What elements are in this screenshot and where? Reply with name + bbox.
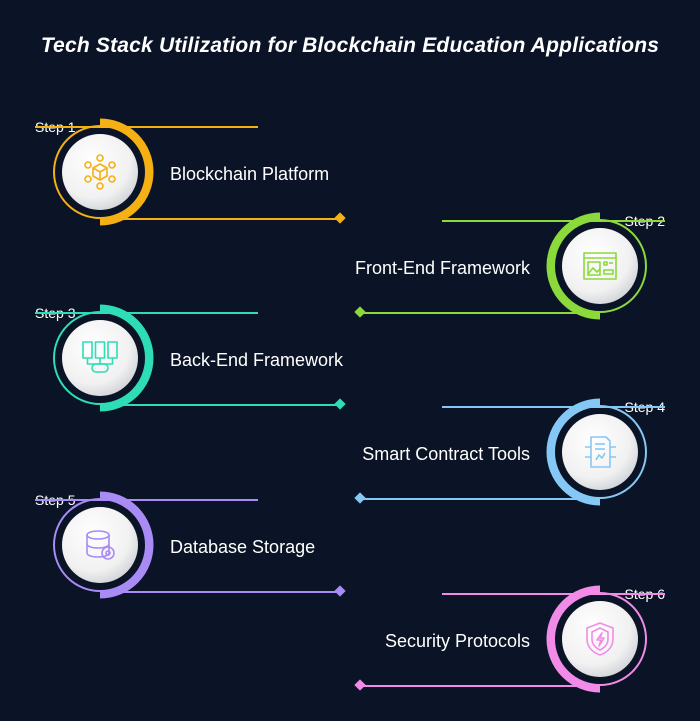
bottom-connector-line [100, 404, 340, 406]
top-connector-line [442, 593, 665, 595]
step-title: Database Storage [170, 537, 316, 557]
step-circle-badge [53, 118, 154, 226]
top-connector-line [442, 406, 665, 408]
step-title: Smart Contract Tools [362, 444, 530, 464]
servers-code-icon [82, 341, 118, 373]
bottom-connector-line [360, 498, 600, 500]
step-title: Back-End Framework [170, 350, 344, 370]
step-circle-badge [546, 212, 647, 320]
bottom-connector-line [100, 591, 340, 593]
bottom-connector-line [360, 685, 600, 687]
contract-document-circuit-icon [585, 436, 616, 468]
top-connector-line [35, 499, 258, 501]
diamond-marker [354, 679, 366, 691]
bottom-connector-line [100, 218, 340, 220]
shield-lightning-icon [586, 622, 614, 656]
step-title: Security Protocols [384, 631, 530, 651]
top-connector-line [442, 220, 665, 222]
step-title: Blockchain Platform [170, 164, 330, 184]
page-title: Tech Stack Utilization for Blockchain Ed… [40, 34, 660, 57]
step-circle-badge [53, 491, 154, 599]
top-connector-line [35, 312, 258, 314]
step-circle-badge [546, 398, 647, 506]
step-circle-badge [53, 304, 154, 412]
bottom-connector-line [360, 312, 600, 314]
step-title: Front-End Framework [354, 258, 530, 278]
top-connector-line [35, 126, 258, 128]
blockchain-cube-network-icon [84, 154, 116, 190]
database-gear-icon [86, 530, 115, 560]
browser-window-layout-icon [583, 252, 617, 280]
step-circle-badge [546, 585, 647, 693]
